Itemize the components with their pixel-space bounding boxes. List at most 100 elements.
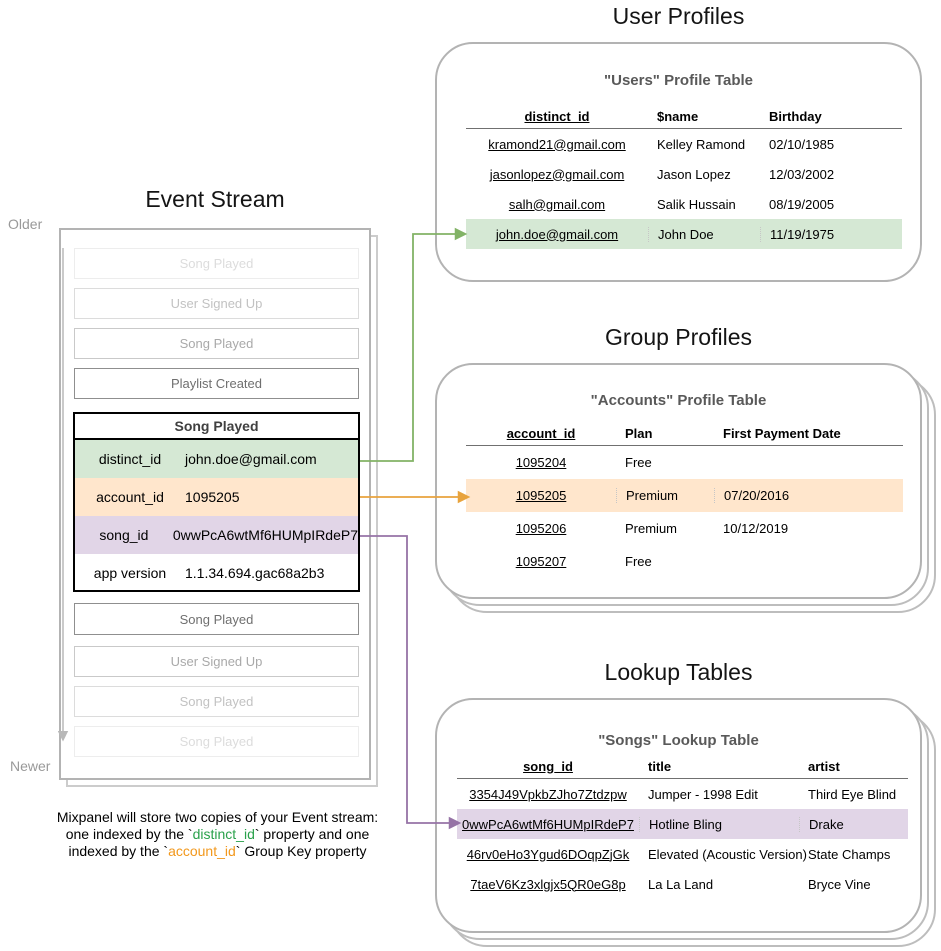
caption-distinct-id: distinct_id xyxy=(192,826,255,842)
cell-name: Salik Hussain xyxy=(657,196,736,212)
lookup-tables-title: Lookup Tables xyxy=(604,659,753,685)
cell-artist: State Champs xyxy=(808,846,891,862)
event-card: User Signed Up xyxy=(74,646,359,677)
cell-birthday: 02/10/1985 xyxy=(769,136,835,152)
cell-account-id: 1095205 xyxy=(515,488,567,503)
cell-birthday: 11/19/1975 xyxy=(760,226,902,242)
property-key: account_id xyxy=(96,489,164,505)
table-row: jasonlopez@gmail.com Jason Lopez 12/03/2… xyxy=(466,159,902,189)
cell-artist: Bryce Vine xyxy=(808,876,871,892)
column-header: First Payment Date xyxy=(723,425,841,441)
cell-artist: Third Eye Blind xyxy=(808,786,897,802)
cell-title: Jumper - 1998 Edit xyxy=(648,786,758,802)
property-key: app version xyxy=(93,565,167,581)
caption: Mixpanel will store two copies of your E… xyxy=(15,809,420,860)
column-header: Birthday xyxy=(769,108,822,124)
property-value: 1.1.34.694.gac68a2b3 xyxy=(185,565,325,581)
property-row-distinct-id: distinct_id john.doe@gmail.com xyxy=(75,440,358,478)
table-row-highlighted: 0wwPcA6wtMf6HUMpIRdeP7 Hotline Bling Dra… xyxy=(457,809,908,839)
event-card: User Signed Up xyxy=(74,288,359,319)
cell-distinct-id: john.doe@gmail.com xyxy=(495,226,619,242)
cell-name: Jason Lopez xyxy=(657,166,731,182)
cell-title: Elevated (Acoustic Version) xyxy=(648,846,807,862)
table-row-highlighted: john.doe@gmail.com John Doe 11/19/1975 xyxy=(466,219,902,249)
caption-line2-pre: one indexed by the ` xyxy=(65,826,193,842)
table-row: 1095207 Free xyxy=(466,545,903,578)
cell-first-payment: 10/12/2019 xyxy=(723,521,789,536)
property-value: john.doe@gmail.com xyxy=(185,451,317,467)
event-card: Song Played xyxy=(74,603,359,635)
cell-song-id: 3354J49VpkbZJho7Ztdzpw xyxy=(469,786,627,802)
cell-song-id: 7taeV6Kz3xlgjx5QR0eG8p xyxy=(470,876,626,892)
user-profiles-title: User Profiles xyxy=(612,3,745,29)
table-row: kramond21@gmail.com Kelley Ramond 02/10/… xyxy=(466,129,902,159)
older-label: Older xyxy=(8,216,43,232)
cell-title: La La Land xyxy=(648,876,714,892)
event-card: Song Played xyxy=(74,726,359,757)
column-header: title xyxy=(648,758,672,774)
accounts-table: account_id Plan First Payment Date 10952… xyxy=(466,421,903,578)
songs-table-header: song_id title artist xyxy=(457,754,908,779)
table-row: 46rv0eHo3Ygud6DOqpZjGk Elevated (Acousti… xyxy=(457,839,908,869)
newer-label: Newer xyxy=(10,758,51,774)
cell-plan: Free xyxy=(625,554,652,569)
property-row-app-version: app version 1.1.34.694.gac68a2b3 xyxy=(75,554,358,592)
cell-birthday: 08/19/2005 xyxy=(769,196,835,212)
event-card: Song Played xyxy=(74,686,359,717)
cell-account-id: 1095204 xyxy=(515,455,567,470)
table-row: 7taeV6Kz3xlgjx5QR0eG8p La La Land Bryce … xyxy=(457,869,908,899)
cell-account-id: 1095207 xyxy=(515,554,567,569)
cell-song-id: 46rv0eHo3Ygud6DOqpZjGk xyxy=(466,846,630,862)
property-key: distinct_id xyxy=(98,451,162,467)
cell-distinct-id: kramond21@gmail.com xyxy=(488,136,626,152)
cell-plan: Free xyxy=(625,455,652,470)
caption-line1: Mixpanel will store two copies of your E… xyxy=(56,809,379,825)
property-key: song_id xyxy=(99,527,149,543)
property-value: 0wwPcA6wtMf6HUMpIRdeP7 xyxy=(172,527,358,543)
cell-distinct-id: salh@gmail.com xyxy=(508,196,606,212)
column-header: $name xyxy=(657,108,699,124)
table-row-highlighted: 1095205 Premium 07/20/2016 xyxy=(466,479,903,512)
cell-plan: Premium xyxy=(625,521,678,536)
group-profiles-title: Group Profiles xyxy=(604,324,752,350)
event-card: Song Played xyxy=(74,248,359,279)
expanded-event-title: Song Played xyxy=(75,414,358,440)
cell-title: Hotline Bling xyxy=(639,816,799,832)
users-table-title: "Users" Profile Table xyxy=(604,72,753,89)
table-row: salh@gmail.com Salik Hussain 08/19/2005 xyxy=(466,189,902,219)
table-row: 1095204 Free xyxy=(466,446,903,479)
property-value: 1095205 xyxy=(185,489,240,505)
event-card: Song Played xyxy=(74,328,359,359)
cell-first-payment: 07/20/2016 xyxy=(714,488,903,503)
cell-plan: Premium xyxy=(616,488,714,503)
table-row: 3354J49VpkbZJho7Ztdzpw Jumper - 1998 Edi… xyxy=(457,779,908,809)
column-header: distinct_id xyxy=(524,108,590,124)
caption-line3-pre: indexed by the ` xyxy=(68,843,169,859)
property-row-account-id: account_id 1095205 xyxy=(75,478,358,516)
event-stream-title: Event Stream xyxy=(145,186,285,212)
event-card: Playlist Created xyxy=(74,368,359,399)
accounts-table-title: "Accounts" Profile Table xyxy=(590,392,767,409)
table-row: 1095206 Premium 10/12/2019 xyxy=(466,512,903,545)
property-row-song-id: song_id 0wwPcA6wtMf6HUMpIRdeP7 xyxy=(75,516,358,554)
cell-song-id: 0wwPcA6wtMf6HUMpIRdeP7 xyxy=(462,816,634,832)
accounts-table-header: account_id Plan First Payment Date xyxy=(466,421,903,446)
cell-distinct-id: jasonlopez@gmail.com xyxy=(489,166,625,182)
cell-account-id: 1095206 xyxy=(515,521,567,536)
users-table-header: distinct_id $name Birthday xyxy=(466,104,902,129)
cell-birthday: 12/03/2002 xyxy=(769,166,835,182)
cell-artist: Drake xyxy=(799,816,908,832)
caption-line3-post: ` Group Key property xyxy=(235,843,367,859)
caption-account-id: account_id xyxy=(168,843,236,859)
expanded-event-card: Song Played distinct_id john.doe@gmail.c… xyxy=(73,412,360,592)
caption-line2-post: ` property and one xyxy=(254,826,370,842)
cell-name: John Doe xyxy=(648,226,760,242)
column-header: account_id xyxy=(506,425,576,441)
column-header: artist xyxy=(808,758,840,774)
songs-table: song_id title artist 3354J49VpkbZJho7Ztd… xyxy=(457,754,908,899)
column-header: Plan xyxy=(625,425,653,441)
songs-table-title: "Songs" Lookup Table xyxy=(598,732,759,749)
users-table: distinct_id $name Birthday kramond21@gma… xyxy=(466,104,902,249)
column-header: song_id xyxy=(523,758,573,774)
